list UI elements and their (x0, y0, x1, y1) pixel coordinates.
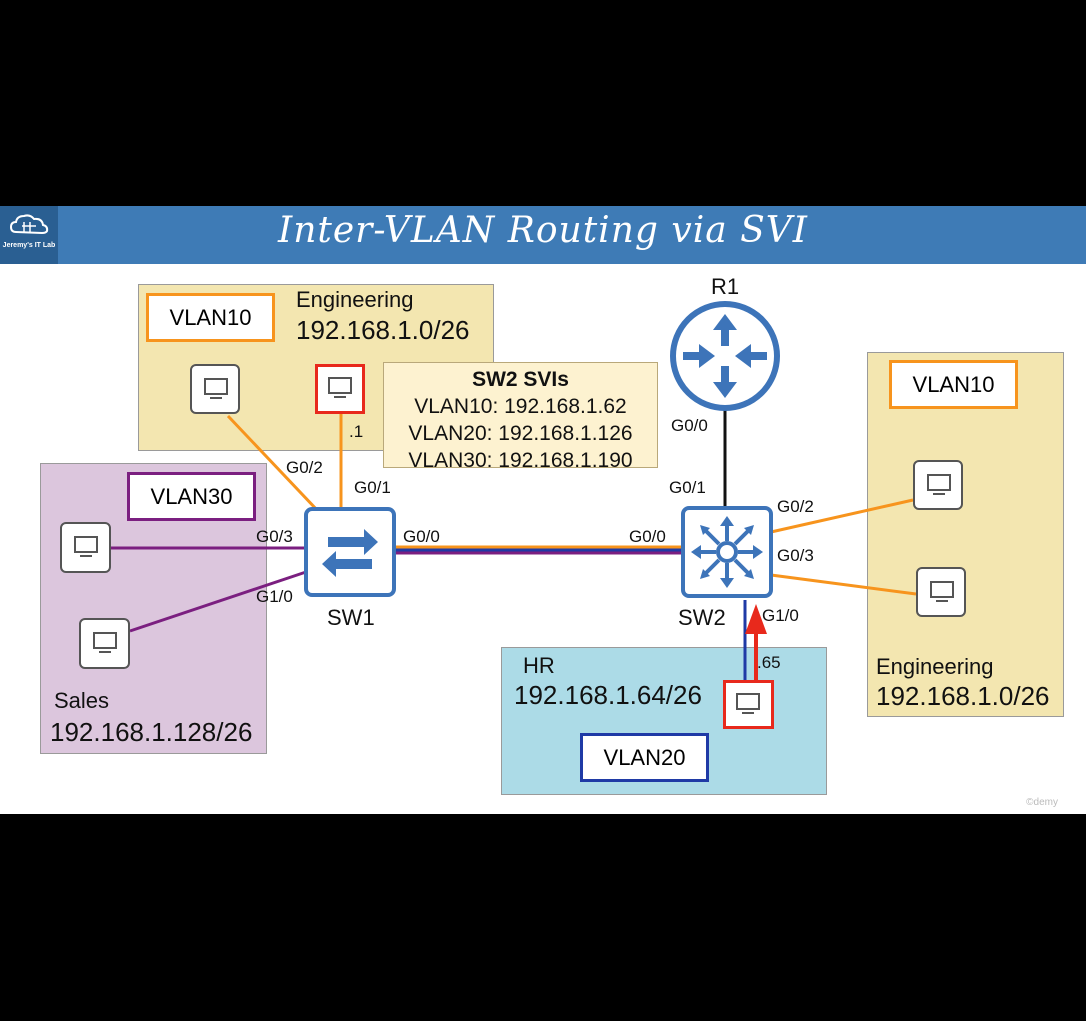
svi-info-box: SW2 SVIs VLAN10: 192.168.1.62 VLAN20: 19… (383, 362, 658, 472)
svi-line-vlan20: VLAN20: 192.168.1.126 (408, 422, 633, 445)
logo-text: Jeremy's IT Lab (2, 242, 56, 249)
port-sw2-g00: G0/0 (629, 527, 666, 546)
cloud-logo-icon (9, 214, 49, 235)
router-r1-icon[interactable] (669, 300, 781, 412)
red-arrow-head (745, 604, 767, 634)
port-sw1-g10: G1/0 (256, 587, 293, 606)
port-r1-g00: G0/0 (671, 416, 708, 435)
eng-left-name: Engineering (296, 287, 414, 312)
monitor-icon (927, 474, 951, 495)
pc-eng-right-1[interactable] (913, 460, 963, 510)
link-sw2-eng-pc2 (770, 573, 917, 596)
page-title: Inter-VLAN Routing via SVI (277, 210, 809, 251)
pc-hr[interactable] (723, 680, 774, 729)
port-sw2-g01: G0/1 (669, 478, 706, 497)
eng-pc-host-label: .1 (349, 422, 364, 441)
pc-sales-1[interactable] (60, 522, 111, 573)
port-sw1-g01: G0/1 (354, 478, 391, 497)
vlan10-label-left: VLAN10 (146, 293, 275, 342)
pc-sales-2[interactable] (79, 618, 130, 669)
title-bar: Jeremy's IT Lab Inter-VLAN Routing via S… (0, 206, 1086, 264)
watermark: ©demy (1026, 797, 1058, 808)
port-sw1-g02: G0/2 (286, 458, 323, 477)
monitor-icon (204, 378, 228, 399)
monitor-icon (93, 632, 117, 653)
link-sales-pc2-sw1 (129, 570, 307, 633)
hr-subnet: 192.168.1.64/26 (514, 680, 702, 710)
link-sw2-eng-pc1 (770, 498, 914, 534)
vlan10-label-right: VLAN10 (889, 360, 1018, 409)
port-sw2-g02: G0/2 (777, 497, 814, 516)
monitor-icon (328, 377, 352, 398)
port-sw1-g03: G0/3 (256, 527, 293, 546)
links-layer (111, 406, 917, 680)
eng-left-subnet: 192.168.1.0/26 (296, 315, 470, 345)
svi-line-vlan10: VLAN10: 192.168.1.62 (414, 395, 627, 418)
switch-sw2-icon[interactable] (681, 506, 773, 598)
vlan30-label: VLAN30 (127, 472, 256, 521)
eng-right-name: Engineering (876, 654, 994, 679)
sales-name: Sales (54, 688, 110, 713)
slide: Jeremy's IT Lab Inter-VLAN Routing via S… (0, 206, 1086, 814)
switch-sw1-icon[interactable] (304, 507, 396, 597)
pc-eng-left-1[interactable] (190, 364, 240, 414)
logo: Jeremy's IT Lab (0, 206, 58, 264)
r1-label: R1 (711, 274, 740, 299)
pc-eng-right-2[interactable] (916, 567, 966, 617)
hr-pc-host-label: .65 (757, 653, 781, 672)
sales-subnet: 192.168.1.128/26 (50, 717, 253, 747)
sw1-label: SW1 (327, 605, 375, 630)
monitor-icon (930, 581, 954, 602)
monitor-icon (736, 693, 760, 714)
port-sw2-g03: G0/3 (777, 546, 814, 565)
engineering-right-area (867, 352, 1064, 717)
link-eng-pc1-sw1 (226, 414, 320, 513)
vlan20-label: VLAN20 (580, 733, 709, 782)
eng-right-subnet: 192.168.1.0/26 (876, 681, 1050, 711)
monitor-icon (74, 536, 98, 557)
svi-box-title: SW2 SVIs (472, 368, 569, 391)
svi-line-vlan30: VLAN30: 192.168.1.190 (408, 449, 633, 472)
port-sw1-g00: G0/0 (403, 527, 440, 546)
port-sw2-g10: G1/0 (762, 606, 799, 625)
hr-name: HR (523, 653, 555, 678)
pc-eng-left-2[interactable] (315, 364, 365, 414)
sw2-label: SW2 (678, 605, 726, 630)
